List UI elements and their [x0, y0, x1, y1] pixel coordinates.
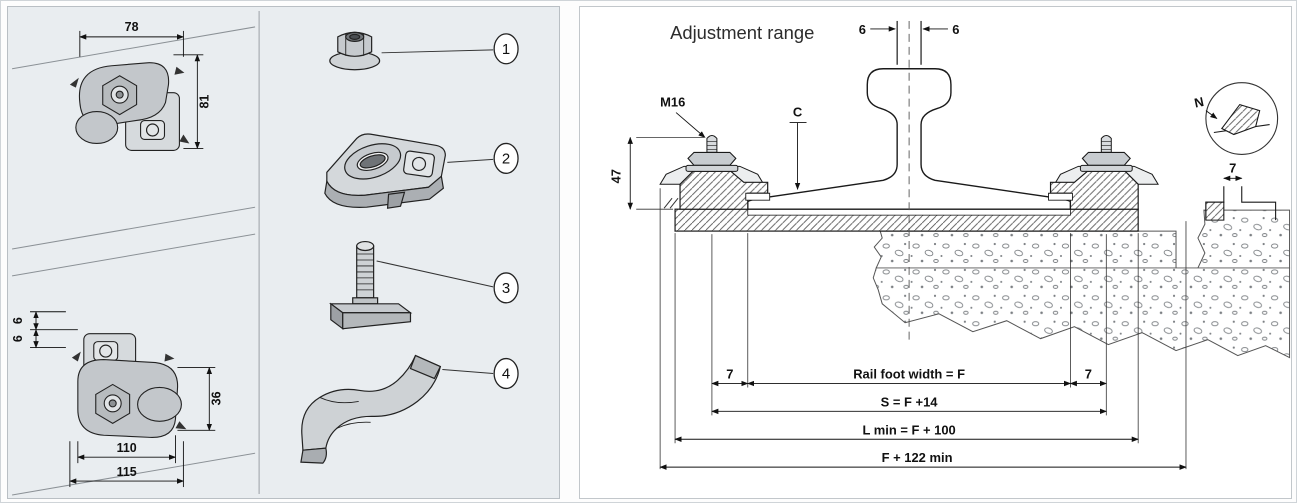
leader-part-2: [447, 158, 494, 163]
part-flange-nut: [329, 31, 381, 71]
part-clamp-plate: [324, 133, 446, 209]
dim-115: [69, 441, 185, 488]
rail-foot-width-label: Rail foot width = F: [853, 366, 965, 381]
dim-6b-label: 6: [11, 335, 25, 342]
leader-part-4: [442, 369, 494, 375]
right-clamp-assembly: [1048, 134, 1159, 210]
part-number-4: 4: [502, 365, 510, 382]
dim-6a-label: 6: [11, 317, 25, 324]
drawing-title: Adjustment range: [670, 22, 814, 43]
balloon-3: [493, 272, 519, 304]
s-dim-label: S = F +14: [881, 394, 939, 409]
adjust-right-label: 6: [952, 22, 959, 37]
left-clamp-assembly: [659, 134, 771, 210]
dim-47: [627, 136, 704, 210]
adjust-left-label: 6: [859, 22, 866, 37]
datum-mark: [71, 351, 81, 362]
dim-110-label: 110: [117, 441, 137, 455]
detail-clip-nose: [1213, 103, 1270, 136]
leader-part-3: [376, 260, 494, 288]
dim-110: [77, 435, 177, 464]
concrete-section: [872, 209, 1291, 359]
dim-7-detail-label: 7: [1229, 160, 1236, 175]
dim-115-label: 115: [117, 465, 137, 479]
bolt-leader: [675, 112, 706, 138]
f122-label: F + 122 min: [882, 450, 953, 465]
extension-lines: [659, 188, 1187, 470]
logo-mark: [99, 344, 113, 358]
datum-mark: [179, 134, 190, 144]
bolt-size-label: M16: [660, 95, 685, 110]
part-rail-clip: [300, 354, 442, 464]
datum-mark: [164, 353, 175, 362]
part-t-bolt: [329, 240, 413, 330]
l-min-label: L min = F + 100: [862, 422, 955, 437]
dim-81-label: 81: [197, 95, 211, 109]
dim-47-label: 47: [608, 169, 623, 183]
components-panel: 78 81: [7, 6, 560, 499]
surface-marks: [663, 197, 679, 209]
adjustment-range-panel: Adjustment range: [579, 6, 1292, 499]
dim-78-label: 78: [125, 20, 139, 34]
gap-right-label: 7: [1085, 366, 1092, 381]
clamp-plan-view-top: [69, 62, 190, 151]
dim-78: [79, 30, 185, 57]
logo-mark: [411, 156, 427, 172]
clearance-label: C: [793, 105, 802, 120]
balloon-2: [493, 142, 519, 174]
detail-foot-edge: [1205, 186, 1277, 221]
adjustment-range-dim: [870, 20, 948, 65]
dim-36-label: 36: [209, 391, 223, 405]
balloon-4: [493, 357, 519, 390]
leader-part-1: [381, 49, 494, 54]
adjustment-range-drawing: Adjustment range: [608, 20, 1291, 470]
part-number-3: 3: [502, 280, 510, 297]
part-number-1: 1: [502, 41, 510, 58]
datum-mark: [174, 66, 185, 75]
dim-6-6: [30, 311, 78, 349]
components-drawing: 78 81: [11, 10, 519, 496]
datum-mark: [175, 421, 187, 430]
clamp-plan-view-bottom: [71, 333, 187, 438]
balloon-1: [493, 33, 519, 65]
part-number-2: 2: [502, 150, 510, 167]
gap-left-label: 7: [726, 366, 733, 381]
break-lines: [12, 26, 256, 496]
logo-mark: [145, 123, 160, 137]
dim-81: [173, 54, 204, 150]
datum-mark: [69, 77, 79, 88]
dim-36: [177, 366, 216, 431]
detail-n-leader: [1205, 110, 1218, 119]
detail-n-label: N: [1193, 94, 1205, 111]
